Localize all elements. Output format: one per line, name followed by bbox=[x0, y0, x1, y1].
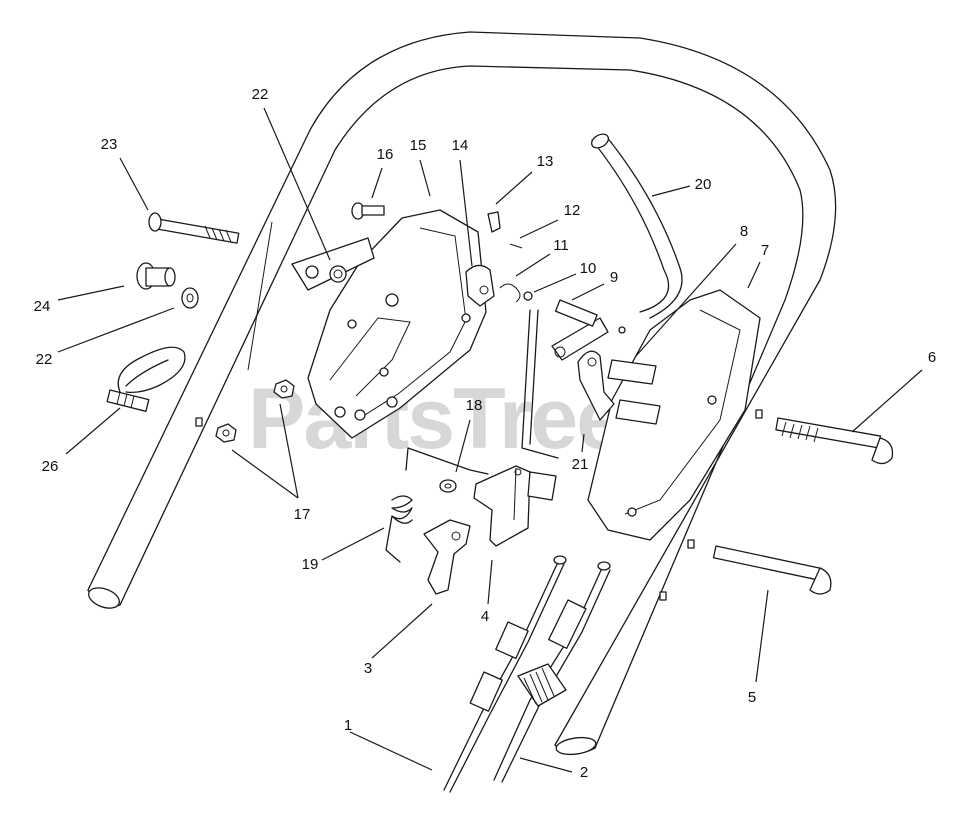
callout-1: 1 bbox=[344, 717, 352, 734]
callout-6: 6 bbox=[928, 349, 936, 366]
callout-3: 3 bbox=[364, 660, 372, 677]
washer-22 bbox=[181, 287, 199, 309]
bolt-16 bbox=[351, 202, 385, 220]
callout-2: 2 bbox=[580, 764, 588, 781]
spacer-24 bbox=[136, 262, 176, 290]
drive-cable-2 bbox=[493, 561, 611, 783]
callout-13: 13 bbox=[537, 153, 554, 170]
control-bracket-4 bbox=[473, 465, 557, 547]
bracket-plate-22 bbox=[291, 237, 375, 291]
callout-22: 22 bbox=[252, 86, 269, 103]
callout-11: 11 bbox=[553, 237, 569, 254]
bolt-23 bbox=[148, 212, 240, 244]
callout-22: 22 bbox=[36, 351, 53, 368]
callout-4: 4 bbox=[481, 608, 489, 625]
trigger-21 bbox=[577, 350, 615, 421]
shift-link-8 bbox=[551, 299, 609, 361]
carriage-bolt-6 bbox=[775, 417, 894, 465]
callout-5: 5 bbox=[748, 689, 756, 706]
callout-16: 16 bbox=[377, 146, 394, 163]
spring-19 bbox=[385, 495, 413, 563]
callout-19: 19 bbox=[302, 556, 319, 573]
callout-12: 12 bbox=[564, 202, 581, 219]
callout-9: 9 bbox=[610, 269, 618, 286]
callout-17: 17 bbox=[294, 506, 311, 523]
callout-24: 24 bbox=[34, 298, 51, 315]
rod-assembly bbox=[405, 309, 559, 475]
carriage-bolt-5 bbox=[712, 545, 832, 595]
handle-tube bbox=[87, 31, 837, 756]
control-cable-20 bbox=[590, 133, 683, 319]
callout-10: 10 bbox=[580, 260, 597, 277]
callout-20: 20 bbox=[695, 176, 712, 193]
callout-8: 8 bbox=[740, 223, 748, 240]
callout-14: 14 bbox=[452, 137, 469, 154]
callout-21: 21 bbox=[572, 456, 589, 473]
callout-7: 7 bbox=[761, 242, 769, 259]
bail-26 bbox=[106, 346, 186, 412]
throttle-cable-1 bbox=[443, 555, 567, 793]
right-control-housing bbox=[587, 289, 761, 541]
callout-15: 15 bbox=[410, 137, 427, 154]
callout-labels: 1234567891011121314151617181920212222232… bbox=[34, 86, 937, 781]
lever-3 bbox=[423, 519, 471, 595]
washer-18 bbox=[439, 479, 457, 493]
pivot-assembly bbox=[465, 211, 533, 307]
watermark: PartsTree bbox=[248, 371, 622, 467]
callout-18: 18 bbox=[466, 397, 483, 414]
callout-26: 26 bbox=[42, 458, 59, 475]
callout-23: 23 bbox=[101, 136, 118, 153]
nut-17 bbox=[215, 379, 295, 443]
leader-lines bbox=[57, 107, 923, 773]
left-control-housing bbox=[307, 209, 487, 439]
